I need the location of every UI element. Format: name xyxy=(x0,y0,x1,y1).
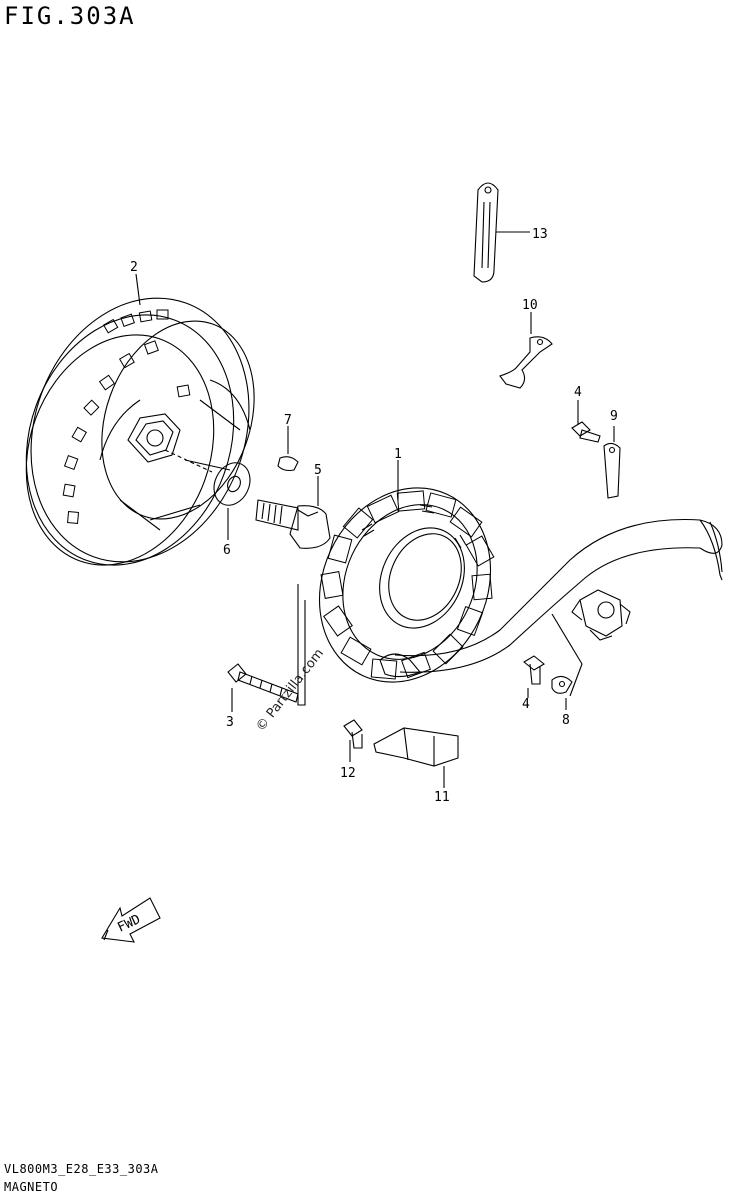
screw-bottom[interactable] xyxy=(343,719,363,762)
callout-13[interactable]: 13 xyxy=(532,227,548,242)
screw-lower[interactable] xyxy=(523,655,545,698)
cable-strap[interactable] xyxy=(473,182,530,283)
callout-7[interactable]: 7 xyxy=(284,413,292,428)
stator-coil[interactable] xyxy=(288,460,521,711)
woodruff-key[interactable] xyxy=(277,456,299,472)
callout-8[interactable]: 8 xyxy=(562,713,570,728)
pickup-sensor[interactable] xyxy=(571,589,631,641)
callout-1[interactable]: 1 xyxy=(394,447,402,462)
callout-4-upper[interactable]: 4 xyxy=(574,385,582,400)
stator-wire-harness[interactable] xyxy=(379,518,723,678)
callout-5[interactable]: 5 xyxy=(314,463,322,478)
callout-12[interactable]: 12 xyxy=(340,766,356,781)
callout-11[interactable]: 11 xyxy=(434,790,450,805)
leader-lines xyxy=(135,273,399,706)
screw-upper[interactable] xyxy=(571,400,601,443)
callout-10[interactable]: 10 xyxy=(522,298,538,313)
callout-4-lower[interactable]: 4 xyxy=(522,697,530,712)
holder-plate[interactable] xyxy=(603,426,621,499)
callout-numbers: 2 7 5 6 1 13 10 4 9 4 8 3 12 11 xyxy=(130,227,618,805)
fwd-arrow-icon: FWD xyxy=(101,897,161,943)
wire-clamp[interactable] xyxy=(499,312,553,389)
callout-3[interactable]: 3 xyxy=(226,715,234,730)
wire-guard[interactable] xyxy=(373,727,459,788)
washer[interactable] xyxy=(207,457,256,511)
callout-2[interactable]: 2 xyxy=(130,260,138,275)
diagram-code: VL800M3_E28_E33_303A xyxy=(4,1162,159,1176)
stator-bolt[interactable] xyxy=(227,663,299,712)
rotor-bolt[interactable] xyxy=(255,499,331,549)
diagram-name: MAGNETO xyxy=(4,1180,59,1194)
lead-clip[interactable] xyxy=(551,613,583,710)
callout-6[interactable]: 6 xyxy=(223,543,231,558)
callout-9[interactable]: 9 xyxy=(610,409,618,424)
flywheel-rotor[interactable] xyxy=(0,267,285,594)
figure-title: FIG.303A xyxy=(4,2,136,30)
